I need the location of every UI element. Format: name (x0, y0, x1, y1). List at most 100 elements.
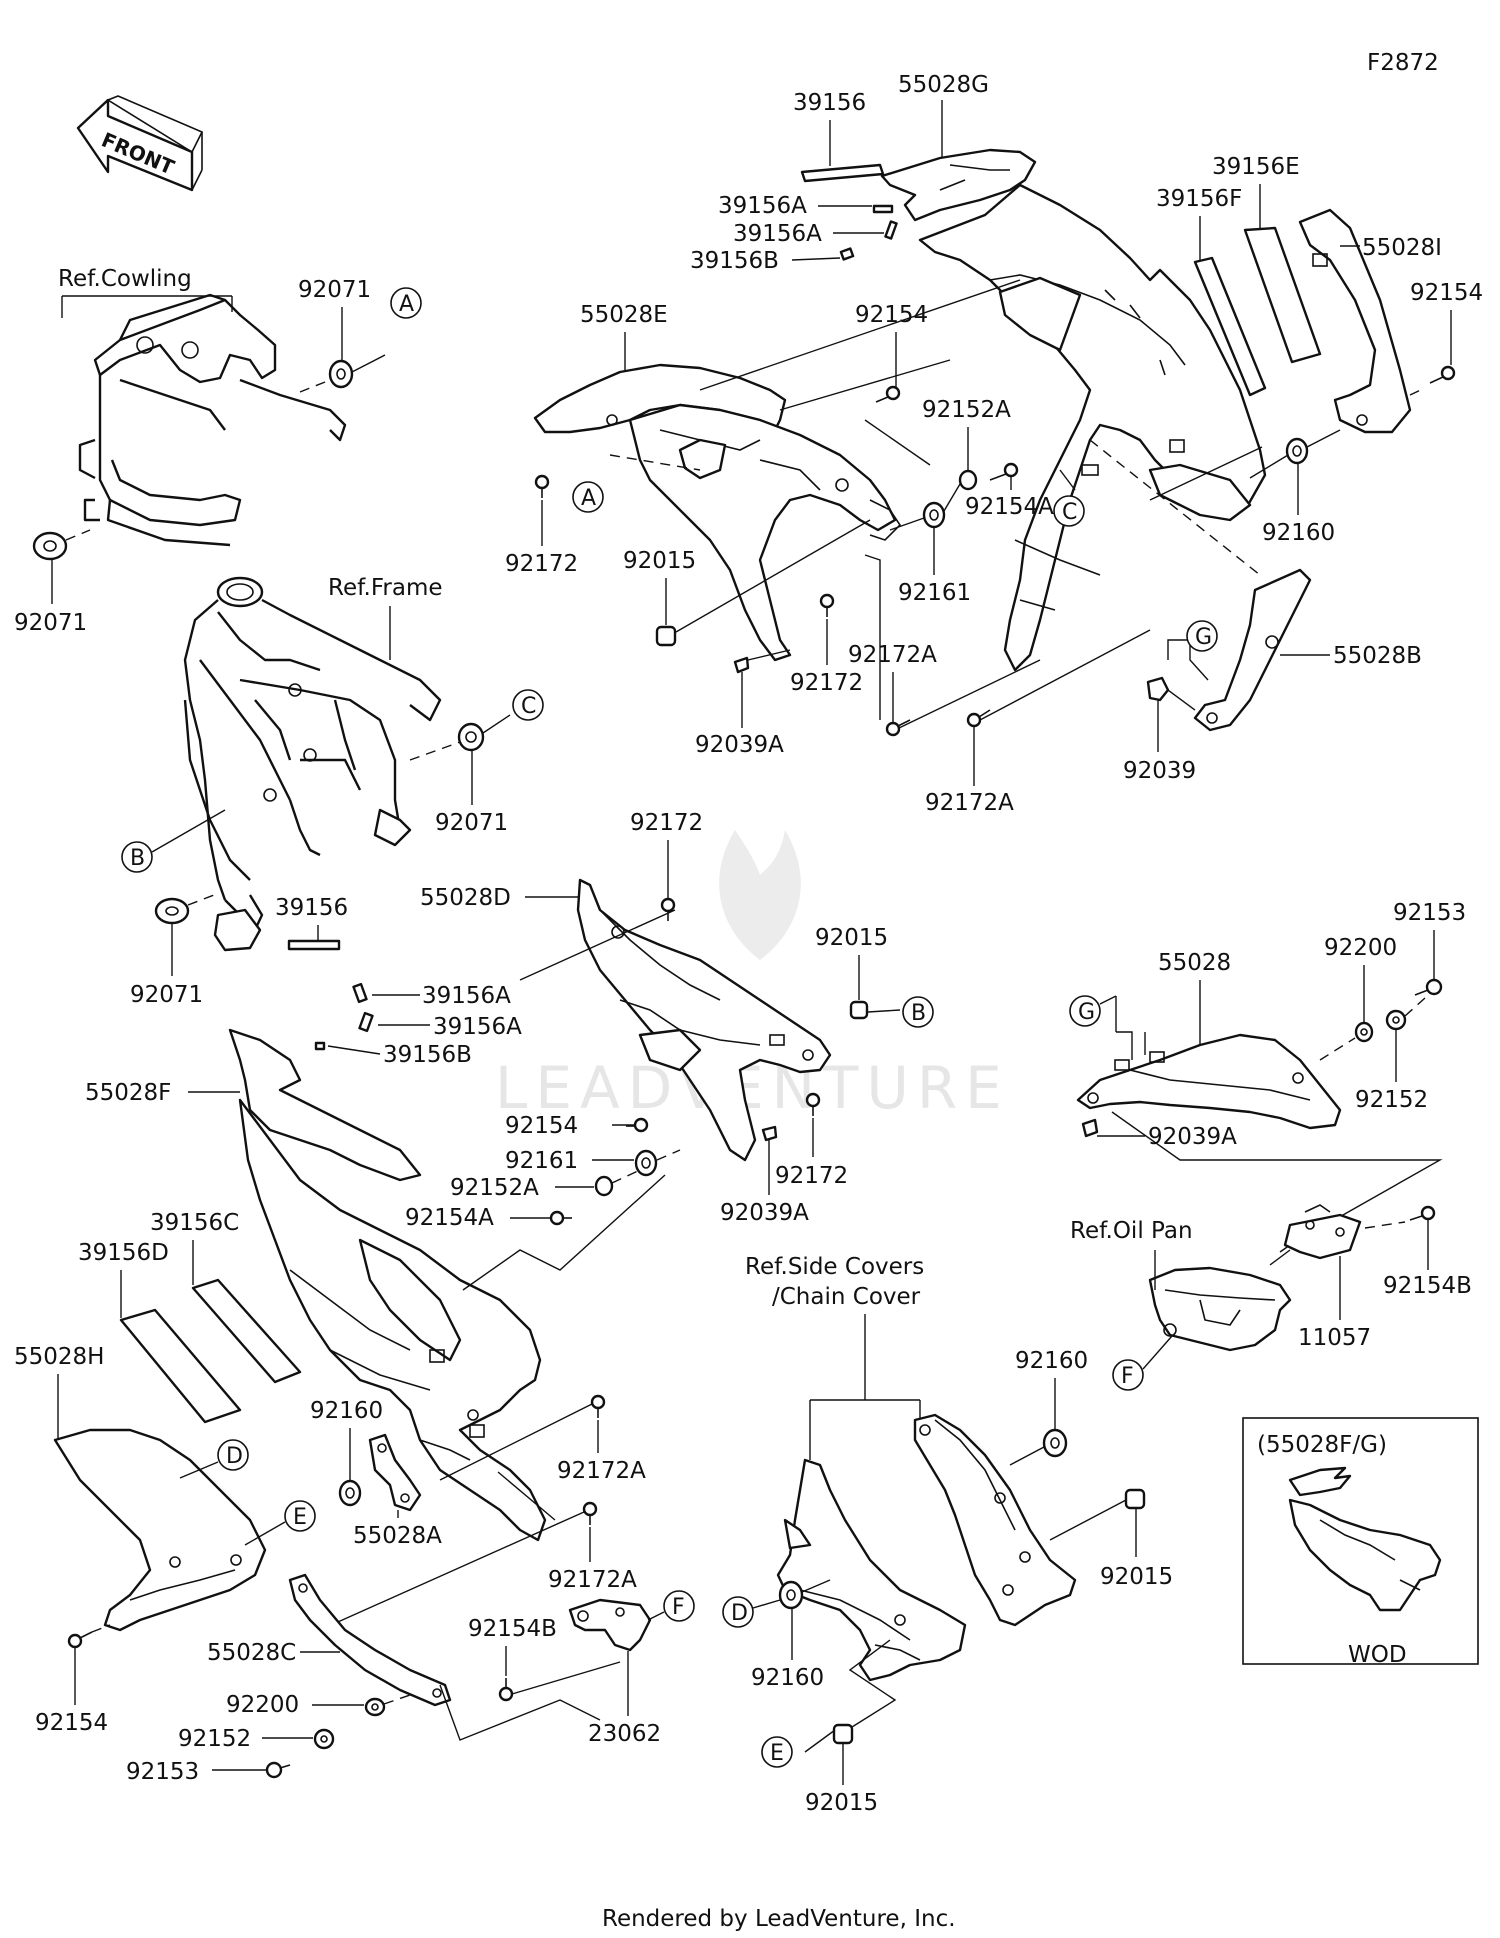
part-92153-r: 92153 (1393, 900, 1466, 926)
part-55028G: 55028G (898, 72, 989, 98)
collar-92152A-mid (594, 1175, 614, 1197)
part-92160-d: 92160 (751, 1665, 824, 1691)
washer-92071-bottom (154, 897, 190, 925)
part-92160-top: 92160 (1262, 520, 1335, 546)
part-92200-r: 92200 (1324, 935, 1397, 961)
bolt-92154A-top (989, 462, 1019, 481)
part-92154-l: 92154 (35, 1710, 108, 1736)
part-92160-l: 92160 (310, 1398, 383, 1424)
collar-92152-r (1385, 1009, 1407, 1031)
part-92154B-l: 92154B (468, 1616, 557, 1642)
part-92172A-a: 92172A (848, 642, 937, 668)
part-92039A-mid: 92039A (720, 1200, 809, 1226)
ref-side-covers-label-1: Ref.Side Covers (745, 1254, 924, 1280)
part-92172A-b: 92172A (925, 790, 1014, 816)
part-39156C: 39156C (150, 1210, 239, 1236)
part-92154B-r: 92154B (1383, 1273, 1472, 1299)
bracket-11057 (1283, 1204, 1362, 1260)
svg-text:E: E (293, 1505, 307, 1530)
callout-C-2: C (1053, 495, 1085, 527)
ref-side-covers-label-2: /Chain Cover (772, 1284, 921, 1310)
callout-C-1: C (512, 689, 544, 721)
part-92015-mid: 92015 (815, 925, 888, 951)
part-92154A-top: 92154A (965, 494, 1054, 520)
bolt-92154-tr (1429, 365, 1456, 384)
svg-text:G: G (1195, 625, 1212, 650)
callout-B-2: B (902, 996, 934, 1028)
part-92172-c: 92172 (630, 810, 703, 836)
part-39156-top: 39156 (793, 90, 866, 116)
part-92071-left: 92071 (14, 610, 87, 636)
bolt-92154B-l (498, 1678, 514, 1702)
strip-39156-top (800, 163, 885, 183)
collar-92015-b (832, 1723, 854, 1745)
part-92039: 92039 (1123, 758, 1196, 784)
frame (183, 576, 442, 952)
svg-text:E: E (770, 1741, 784, 1766)
bolt-92154B-r (1409, 1205, 1436, 1221)
part-92039A-top: 92039A (695, 732, 784, 758)
callout-E-1: E (284, 1500, 316, 1532)
part-92152-r: 92152 (1355, 1087, 1428, 1113)
pad-39156A-4 (358, 1011, 374, 1033)
pad-39156B-top (839, 247, 855, 261)
callout-G-1: G (1186, 620, 1218, 652)
part-39156F: 39156F (1156, 186, 1242, 212)
strip-39156-mid (287, 939, 341, 951)
part-92172-a: 92172 (505, 551, 578, 577)
part-39156D: 39156D (78, 1240, 169, 1266)
part-92172-d: 92172 (775, 1163, 848, 1189)
part-92071-c: 92071 (435, 810, 508, 836)
side-fairing-55028F (228, 1028, 547, 1542)
part-92172A-d: 92172A (548, 1567, 637, 1593)
part-39156A-3: 39156A (422, 983, 511, 1009)
part-55028: 55028 (1158, 950, 1231, 976)
part-55028F: 55028F (85, 1080, 171, 1106)
lower-cowl-55028 (1076, 1033, 1342, 1130)
clip-92039A-r (1081, 1118, 1099, 1138)
clip-92039A-mid (761, 1125, 778, 1142)
panel-55028B (1193, 568, 1312, 732)
watermark: LEADVENTURE (495, 830, 1002, 1122)
callout-F-2: F (1112, 1359, 1144, 1391)
figure-code: F2872 (1367, 50, 1439, 76)
pad-39156F (1193, 256, 1267, 397)
grommet-92161-top (922, 501, 946, 529)
callout-D-1: D (217, 1439, 249, 1471)
collar-92015-r (1124, 1488, 1146, 1510)
part-39156A-2: 39156A (733, 221, 822, 247)
collar-92152-l (313, 1728, 335, 1750)
callout-F-1: F (663, 1590, 695, 1622)
part-92015-b: 92015 (805, 1790, 878, 1816)
pad-39156E (1243, 226, 1322, 364)
pad-39156A-3 (352, 982, 368, 1004)
part-55028D: 55028D (420, 885, 511, 911)
pad-39156B-mid (314, 1041, 326, 1051)
grommet-92160-d (778, 1580, 804, 1610)
part-92152A-top: 92152A (922, 397, 1011, 423)
upper-cowl-55028G (880, 148, 1037, 222)
part-55028C: 55028C (207, 1640, 296, 1666)
inset-caption: WOD (1348, 1642, 1407, 1668)
svg-text:C: C (1062, 500, 1077, 525)
collar-92015-top (655, 625, 677, 647)
bolt-92172-d (805, 1092, 821, 1116)
part-39156A-4: 39156A (433, 1014, 522, 1040)
bracket-23062 (568, 1598, 652, 1652)
grommet-92160-r (1042, 1428, 1068, 1458)
svg-text:F: F (672, 1595, 685, 1620)
bolt-92172A-c (590, 1394, 606, 1418)
bolt-92154-m2 (626, 1117, 649, 1133)
part-23062: 23062 (588, 1721, 661, 1747)
side-cover-left (776, 1458, 967, 1682)
clip-92039A-top (733, 656, 750, 674)
part-55028A: 55028A (353, 1523, 442, 1549)
bolt-92154-l (67, 1631, 93, 1649)
part-92039A-r: 92039A (1148, 1124, 1237, 1150)
part-92154A-mid: 92154A (405, 1205, 494, 1231)
svg-text:B: B (911, 1001, 926, 1026)
bolt-92154-mid (875, 385, 901, 403)
ref-frame-label: Ref.Frame (328, 575, 443, 601)
svg-text:F: F (1121, 1364, 1134, 1389)
washer-92200-r (1354, 1021, 1374, 1043)
